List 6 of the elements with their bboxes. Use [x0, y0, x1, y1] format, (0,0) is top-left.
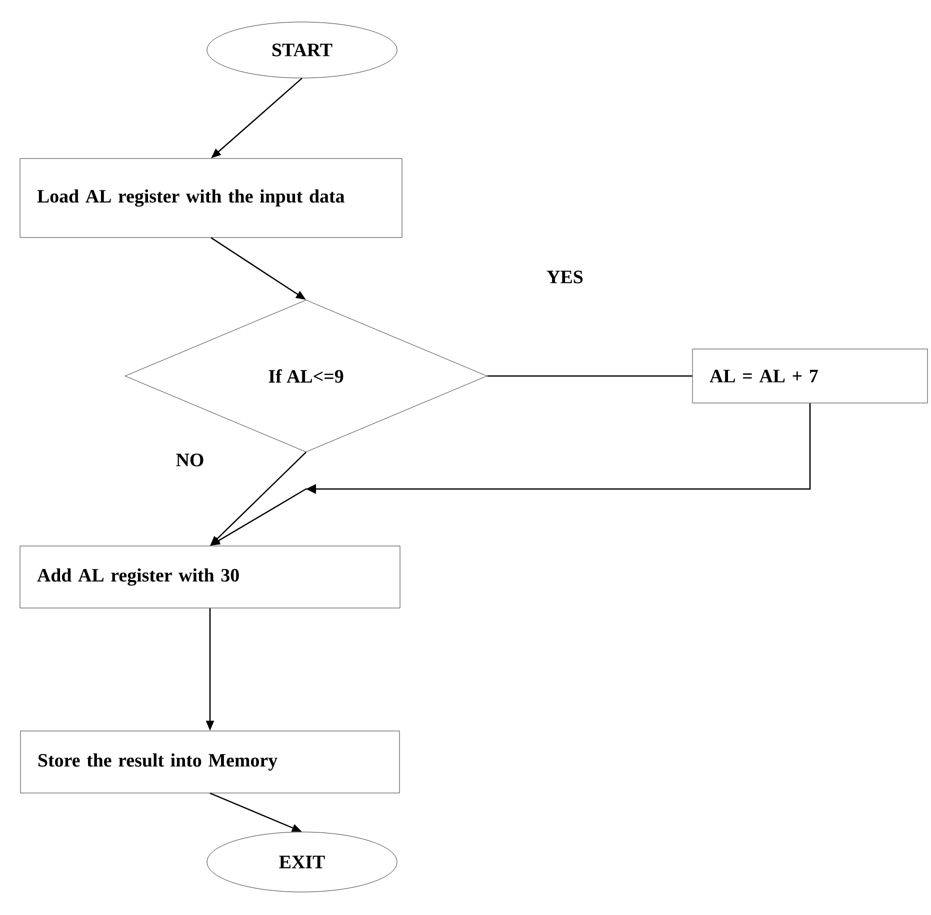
edge-label: YES: [544, 268, 586, 286]
edge-label: NO: [174, 452, 206, 468]
process-box: Load AL register with the input data: [20, 158, 402, 238]
process-box: Add AL register with 30: [20, 546, 400, 608]
process-box: Store the result into Memory: [20, 730, 400, 794]
process-box: AL = AL + 7: [692, 348, 928, 404]
